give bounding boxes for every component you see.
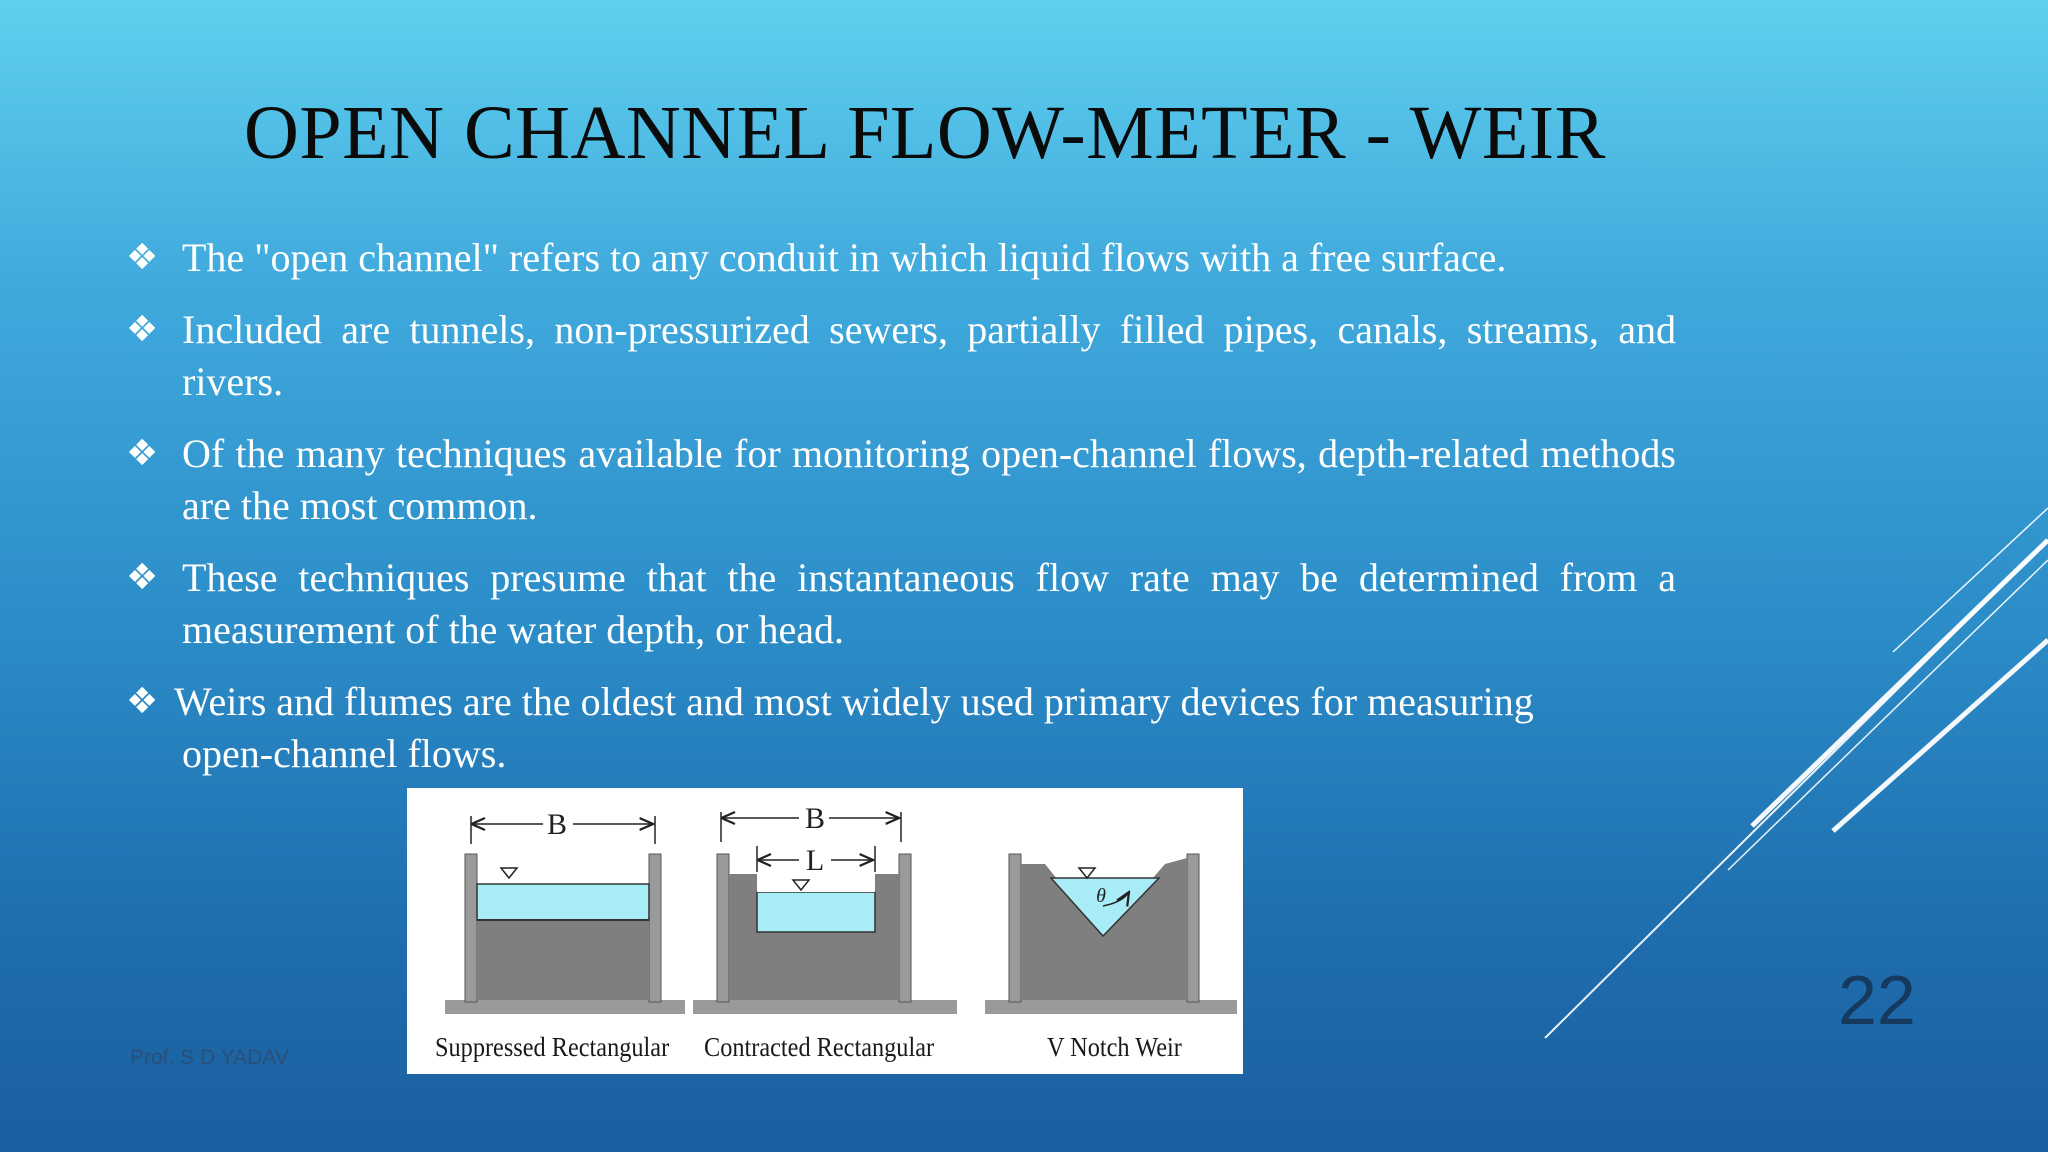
label-v-notch-weir: V Notch Weir [1047, 1032, 1182, 1062]
diamond-four-icon: ❖ [126, 433, 159, 474]
bullet-text: Of the many techniques available for mon… [182, 431, 1676, 528]
author-footer: Prof. S D YADAV [130, 1046, 289, 1069]
bullet-text: The "open channel" refers to any conduit… [182, 235, 1507, 280]
bullet-item: ❖ Of the many techniques available for m… [126, 428, 1676, 532]
angle-theta-label: θ [1096, 885, 1106, 907]
weir-diagrams: B B L [445, 802, 1237, 1014]
diamond-four-icon: ❖ [126, 557, 159, 598]
bullet-item: ❖ Included are tunnels, non-pressurized … [126, 304, 1676, 408]
diamond-four-icon: ❖ [126, 309, 159, 350]
contracted-rectangular-diagram [693, 812, 957, 1014]
slide-title: OPEN CHANNEL FLOW-METER - WEIR [244, 91, 1606, 175]
weir-types-figure: B B L [407, 788, 1243, 1074]
suppressed-rectangular-diagram [445, 816, 685, 1014]
diamond-four-icon: ❖ [126, 681, 159, 722]
diamond-four-icon: ❖ [126, 237, 159, 278]
bullet-text-line2: open-channel flows. [182, 731, 507, 776]
bullet-text: These techniques presume that the instan… [182, 555, 1676, 652]
label-contracted-rectangular: Contracted Rectangular [704, 1032, 935, 1062]
page-number: 22 [1838, 961, 1916, 1039]
v-notch-weir-diagram [985, 853, 1237, 1014]
label-suppressed-rectangular: Suppressed Rectangular [435, 1032, 670, 1062]
bullet-item: ❖ The "open channel" refers to any condu… [126, 232, 1676, 284]
dim-l-label: L [806, 844, 824, 877]
dim-b-label: B [547, 808, 567, 841]
bullet-item: ❖ These techniques presume that the inst… [126, 552, 1676, 656]
bullet-item: ❖ Weirs and flumes are the oldest and mo… [126, 676, 1676, 780]
dim-b-label-2: B [805, 802, 825, 835]
bullet-list: ❖ The "open channel" refers to any condu… [126, 232, 1676, 800]
bullet-text-line1: Weirs and flumes are the oldest and most… [174, 679, 1534, 724]
bullet-text: Included are tunnels, non-pressurized se… [182, 307, 1676, 404]
